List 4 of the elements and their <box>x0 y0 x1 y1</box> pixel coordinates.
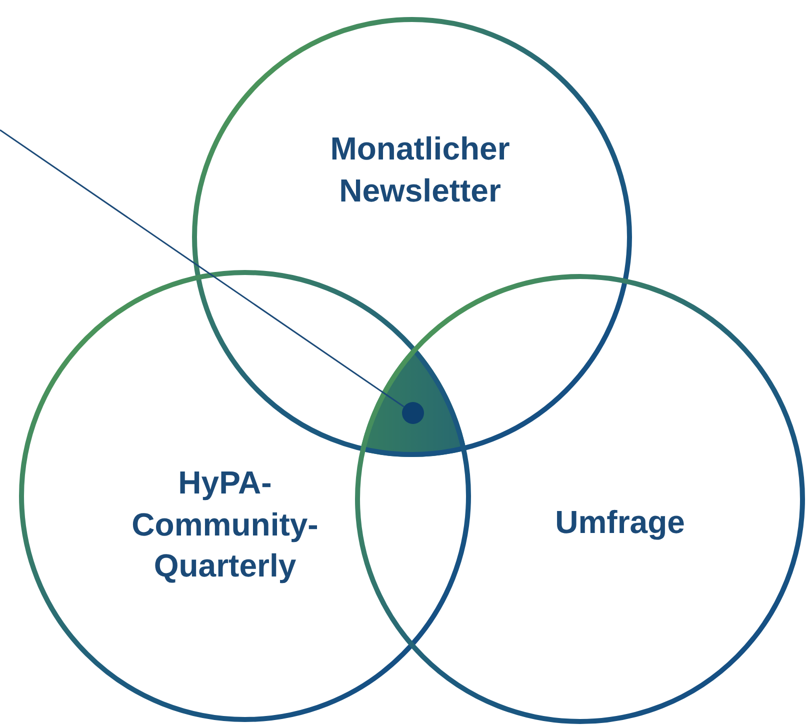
circle-label: Monatlicher Newsletter <box>329 129 511 210</box>
circle-label: HyPA-Community-Quarterly <box>130 464 320 586</box>
circle-label: Umfrage <box>554 503 686 542</box>
leader-line <box>0 129 404 408</box>
